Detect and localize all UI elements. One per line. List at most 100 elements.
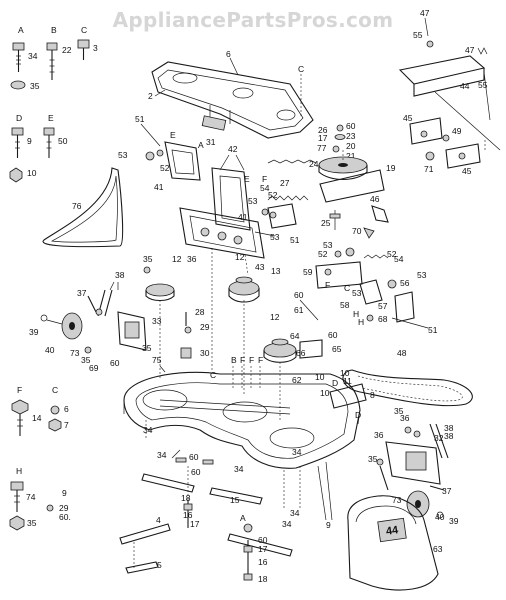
part-callout-40: 40 — [435, 512, 445, 522]
part-callout-45: 45 — [403, 113, 413, 123]
part-callout-2: 2 — [148, 91, 153, 101]
part-callout-55: 55 — [413, 30, 423, 40]
part-callout-19: 19 — [386, 163, 396, 173]
part-callout-30: 30 — [200, 348, 210, 358]
part-callout-9: 9 — [62, 488, 67, 498]
part-callout-64: 64 — [290, 331, 300, 341]
part-callout-52: 52 — [387, 249, 397, 259]
part-callout-37: 37 — [77, 288, 87, 298]
part-callout-60: 60 — [110, 358, 120, 368]
part-callout-37: 37 — [442, 486, 452, 496]
part-callout-17: 17 — [318, 133, 328, 143]
center-spindle-assembly: 12 13 28 29 30 75 — [152, 252, 281, 396]
part-callout-D: D — [355, 410, 361, 420]
part-callout-44: 44 — [460, 81, 470, 91]
part-callout-E: E — [48, 113, 54, 123]
part-callout-9: 9 — [27, 136, 32, 146]
part-callout-38: 38 — [444, 431, 454, 441]
part-callout-53: 53 — [352, 288, 362, 298]
part-callout-12: 12 — [270, 312, 280, 322]
part-callout-18: 18 — [258, 574, 268, 584]
part-callout-6: 6 — [226, 49, 231, 59]
part-callout-32: 32 — [434, 433, 444, 443]
part-callout-28: 28 — [195, 307, 205, 317]
part-callout-D: D — [332, 378, 338, 388]
part-callout-73: 73 — [70, 348, 80, 358]
part-callout-3: 3 — [93, 43, 98, 53]
part-callout-49: 49 — [452, 126, 462, 136]
part-callout-51: 51 — [428, 325, 438, 335]
part-callout-29: 29 — [200, 322, 210, 332]
part-callout-35: 35 — [394, 406, 404, 416]
belt-48: 48 — [342, 348, 473, 407]
fastener-kit-top-left: A B C 34 35 22 3 D E 9 10 — [9, 25, 98, 183]
part-callout-51: 51 — [135, 114, 145, 124]
part-callout-59: 59 — [303, 267, 313, 277]
part-callout-35: 35 — [30, 81, 40, 91]
part-callout-50: 50 — [58, 136, 68, 146]
part-callout-47: 47 — [465, 45, 475, 55]
part-callout-A: A — [198, 140, 204, 150]
idler-pulley-24: 26 17 60 23 77 20 21 24 19 25 — [309, 121, 396, 230]
part-callout-12: 12 — [172, 254, 182, 264]
part-callout-B: B — [231, 355, 237, 365]
part-callout-27: 27 — [280, 178, 290, 188]
part-callout-60: 60 — [189, 452, 199, 462]
part-callout-35: 35 — [27, 518, 37, 528]
label-A: A — [18, 25, 24, 35]
mounting-bracket-6: 6 2 C — [148, 49, 314, 139]
part-callout-60: 60 — [346, 121, 356, 131]
watermark: AppliancePartsPros.com — [112, 8, 394, 32]
part-callout-46: 46 — [370, 194, 380, 204]
part-callout-21: 21 — [346, 151, 356, 161]
part-callout-6: 6 — [64, 404, 69, 414]
part-callout-C: C — [52, 385, 58, 395]
part-callout-F: F — [240, 355, 245, 365]
part-callout-66: 66 — [296, 348, 306, 358]
part-callout-45: 45 — [462, 166, 472, 176]
part-callout-25: 25 — [321, 218, 331, 228]
right-idler-arm-assembly: 46 70 53 52 52 54 59 53 56 C F 53 57 58 — [294, 194, 438, 335]
part-callout-E: E — [244, 174, 250, 184]
part-callout-C: C — [210, 370, 216, 380]
part-callout-62: 62 — [292, 375, 302, 385]
part-callout-A: A — [240, 513, 246, 523]
part-callout-63: 63 — [433, 544, 443, 554]
part-callout-12: 12 — [235, 252, 245, 262]
part-callout-39: 39 — [29, 327, 39, 337]
part-callout-C: C — [298, 64, 304, 74]
part-callout-54: 54 — [394, 254, 404, 264]
part-callout-10: 10 — [27, 168, 37, 178]
part-callout-C: C — [344, 283, 350, 293]
part-callout-29: 29 — [59, 503, 69, 513]
part-callout-H: H — [16, 466, 22, 476]
part-callout-70: 70 — [352, 226, 362, 236]
right-gauge-wheel-assembly: 35 36 38 38 36 32 35 73 37 40 39 — [368, 406, 459, 526]
part-callout-34: 34 — [282, 519, 292, 529]
part-callout-34: 34 — [292, 447, 302, 457]
part-callout-D: D — [16, 113, 22, 123]
deck-size-badge: 44 — [385, 524, 400, 538]
part-callout-7: 7 — [64, 420, 69, 430]
part-callout-F: F — [249, 355, 254, 365]
part-callout-H: H — [358, 317, 364, 327]
part-callout-26: 26 — [318, 125, 328, 135]
part-callout-34: 34 — [143, 425, 153, 435]
belt-76: 76 — [42, 167, 124, 248]
part-callout-71: 71 — [424, 164, 434, 174]
part-callout-41: 41 — [238, 212, 248, 222]
deck-hanger-assembly: 47 55 47 44 55 45 49 71 45 — [398, 8, 501, 176]
part-callout-13: 13 — [271, 266, 281, 276]
part-callout-52: 52 — [268, 190, 278, 200]
part-callout-H: H — [353, 309, 359, 319]
part-callout-39: 39 — [449, 516, 459, 526]
part-callout-34: 34 — [28, 51, 38, 61]
part-callout-9: 9 — [326, 520, 331, 530]
part-callout-76: 76 — [72, 201, 82, 211]
part-callout-11: 11 — [343, 376, 352, 386]
part-callout-E: E — [170, 130, 176, 140]
part-callout-F: F — [17, 385, 22, 395]
part-callout-65: 65 — [332, 344, 342, 354]
